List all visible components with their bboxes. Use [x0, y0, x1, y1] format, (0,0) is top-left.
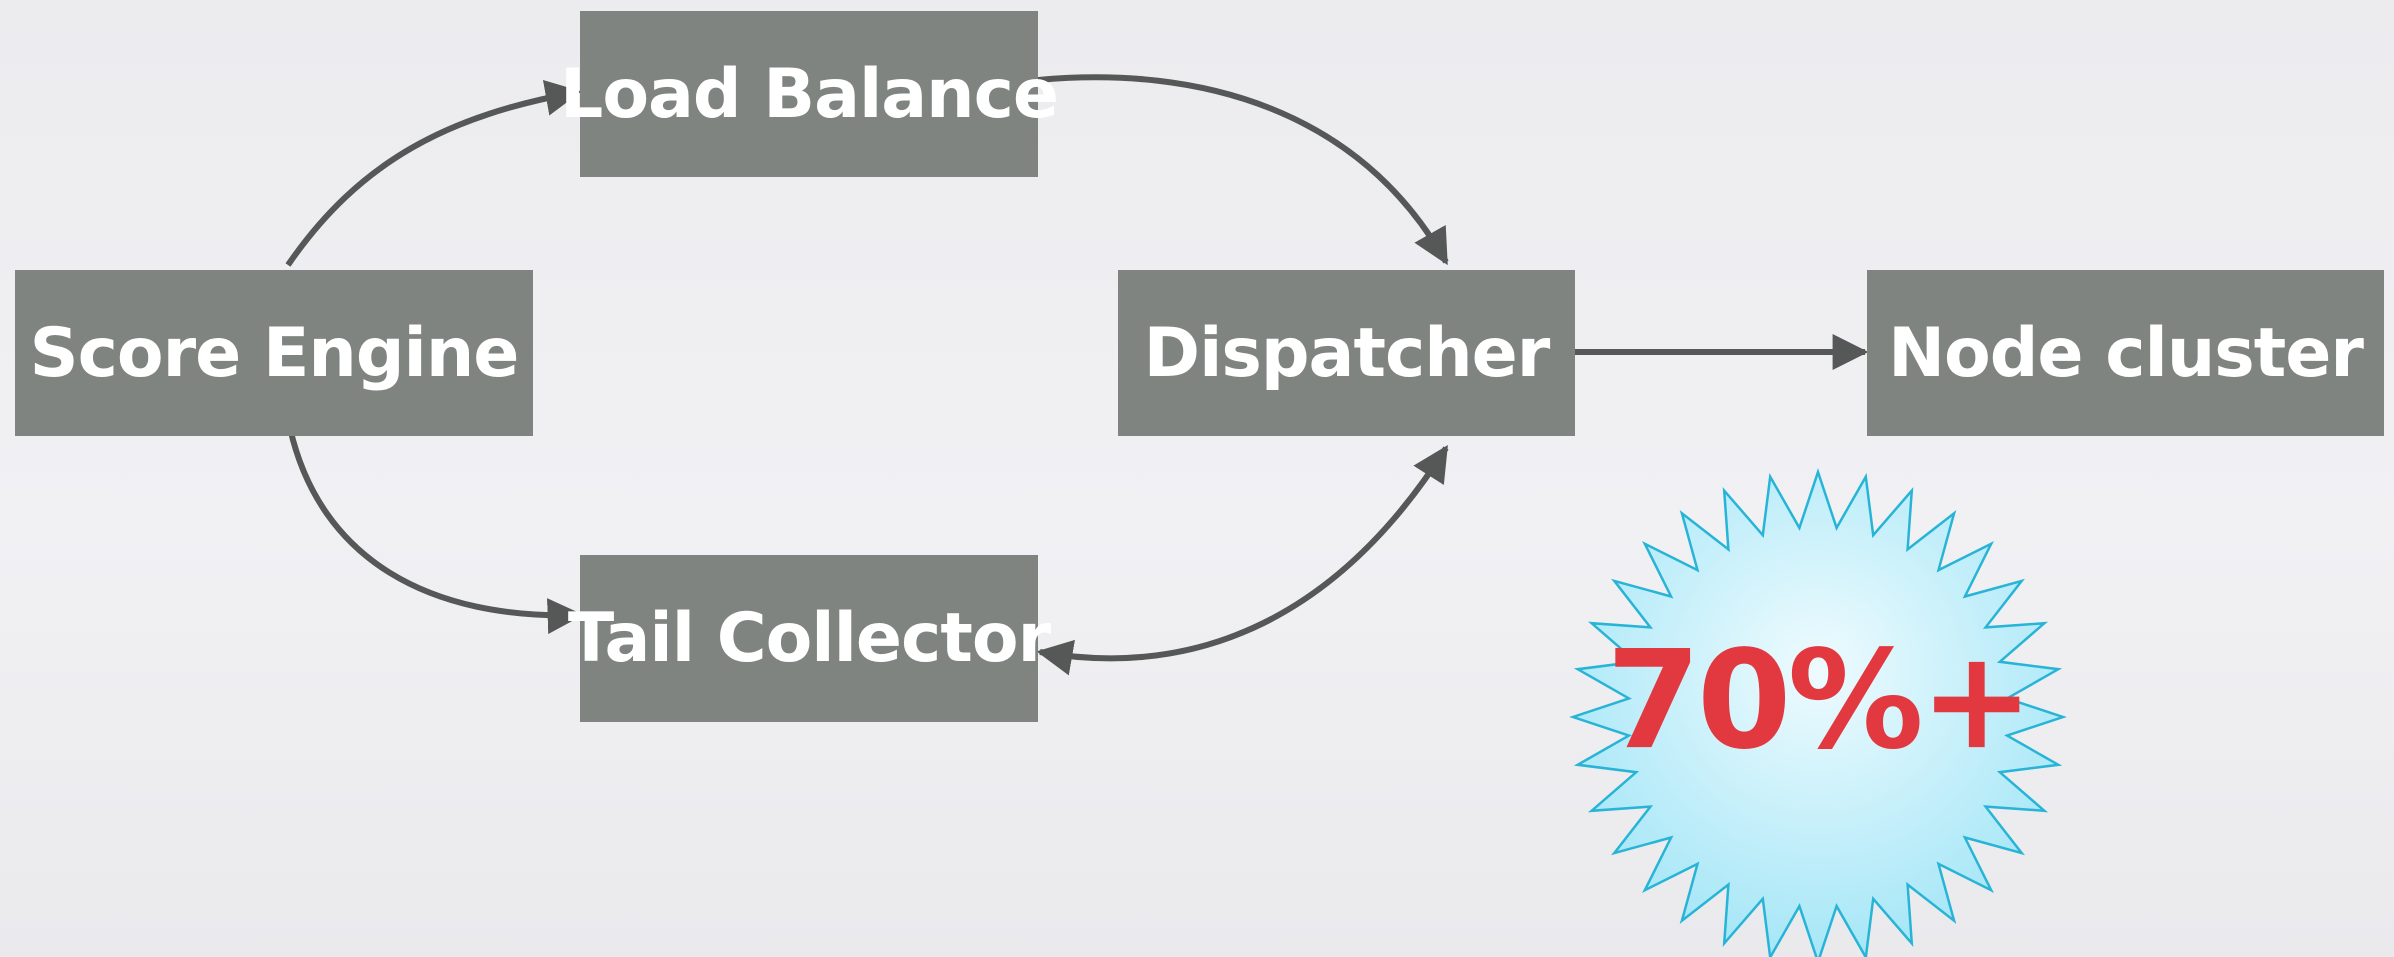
edge-score-to-tail [287, 427, 584, 635]
node-tail-collector-label: Tail Collector [567, 599, 1051, 678]
starburst-badge-icon: 70%+ [1569, 468, 2067, 957]
node-tail-collector: Tail Collector [568, 555, 1051, 722]
edge-score-to-load [285, 80, 582, 267]
node-dispatcher: Dispatcher [1118, 270, 1575, 436]
starburst-shape [1569, 468, 2067, 957]
node-dispatcher-label: Dispatcher [1143, 313, 1551, 393]
node-node-cluster-label: Node cluster [1888, 313, 2364, 393]
edge-dispatcher-tail [1036, 444, 1449, 676]
node-score-engine-label: Score Engine [29, 313, 520, 393]
node-score-engine: Score Engine [15, 270, 533, 436]
node-node-cluster: Node cluster [1867, 270, 2384, 436]
node-load-balance: Load Balance [560, 11, 1059, 177]
edge-load-to-dispatcher [1037, 74, 1449, 266]
badge-label: 70%+ [1606, 622, 2029, 780]
node-load-balance-label: Load Balance [559, 54, 1059, 134]
